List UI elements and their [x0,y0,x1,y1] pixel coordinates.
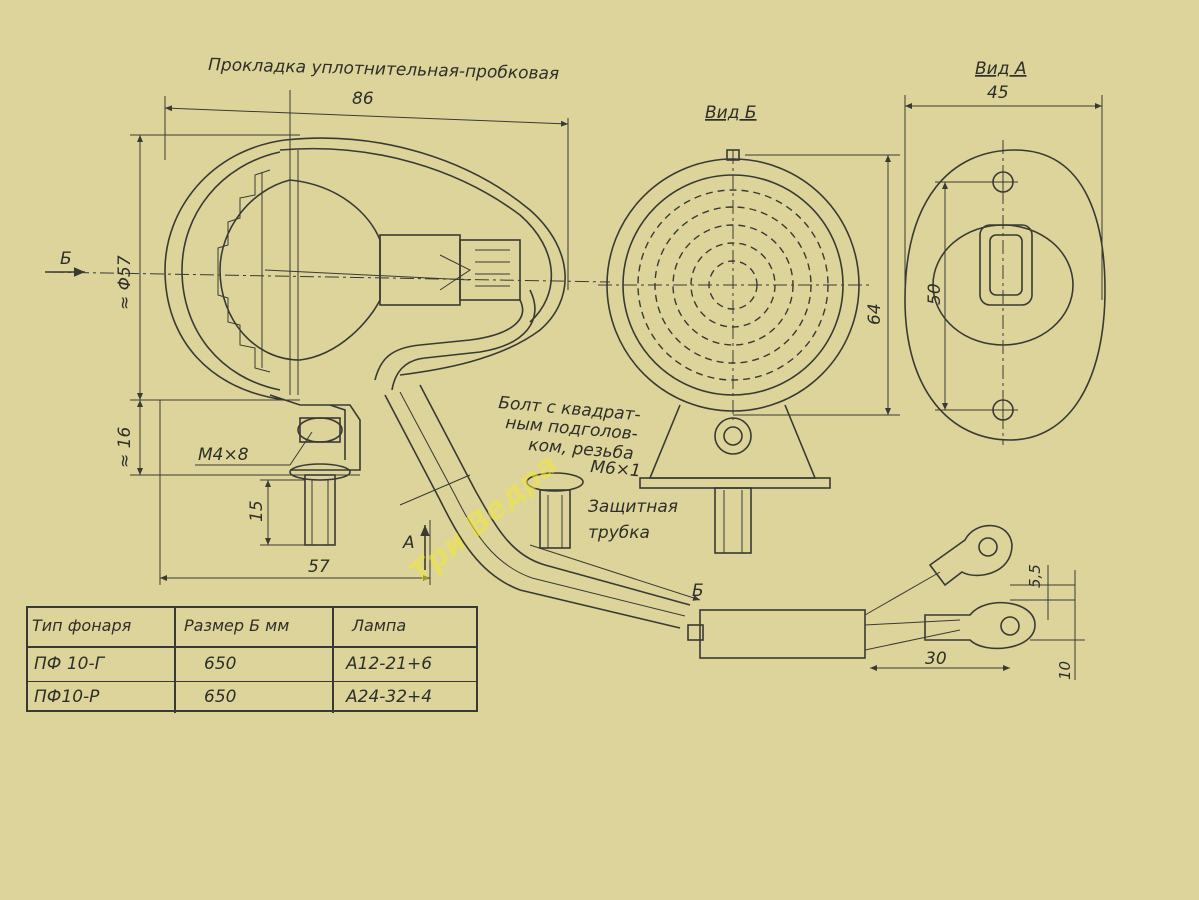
cell-size: 650 [176,648,334,681]
col-header-lamp: Лампа [352,616,407,635]
dim-10: 10 [1056,661,1074,680]
cell-lamp: А24-32+4 [346,687,433,707]
view-b-title: Вид Б [705,103,757,123]
table-header-row: Тип фонаря Размер Б мм Лампа [28,608,476,648]
cell-type: ПФ10-Р [28,682,176,713]
table-row: ПФ10-Р 650 А24-32+4 [28,682,476,713]
cell-type: ПФ 10-Г [28,648,176,681]
table-row: ПФ 10-Г 650 А12-21+6 [28,648,476,682]
col-header-size: Размер Б мм [176,608,334,646]
col-header-type: Тип фонаря [28,608,176,646]
square-head-bolt [399,472,584,549]
tube-label-2: трубка [588,523,650,543]
cell-size: 650 [176,682,334,713]
dim-16: ≈ 16 [115,427,135,468]
view-a-title: Вид А [975,59,1027,79]
arrow-b-label: Б [60,249,72,269]
dim-64: 64 [865,303,885,325]
dim-30: 30 [925,649,947,669]
dim-50: 50 [925,283,945,305]
dim-15: 15 [247,500,267,522]
lamp-side-section [45,90,611,585]
arrow-a-label: А [402,533,415,553]
lamp-spec-table: Тип фонаря Размер Б мм Лампа ПФ 10-Г 650… [26,606,478,713]
bolt-label-4: М6×1 [590,457,642,481]
cable-tube [384,384,1085,680]
dim-57: 57 [308,557,330,577]
dim-5-5: 5,5 [1026,564,1044,588]
cell-lamp: А12-21+6 [346,654,433,674]
dim-b: Б [692,581,704,601]
dim-45: 45 [987,83,1009,103]
screw-label: М4×8 [198,445,249,465]
lamp-base-view-a [904,95,1106,445]
gasket-label: Прокладка уплотнительная-пробковая [208,55,560,84]
tube-label-1: Защитная [588,497,678,517]
dim-86: 86 [352,89,374,109]
lamp-front-view-b [598,149,900,554]
dim-dia-57: ≈ Φ57 [115,255,135,310]
